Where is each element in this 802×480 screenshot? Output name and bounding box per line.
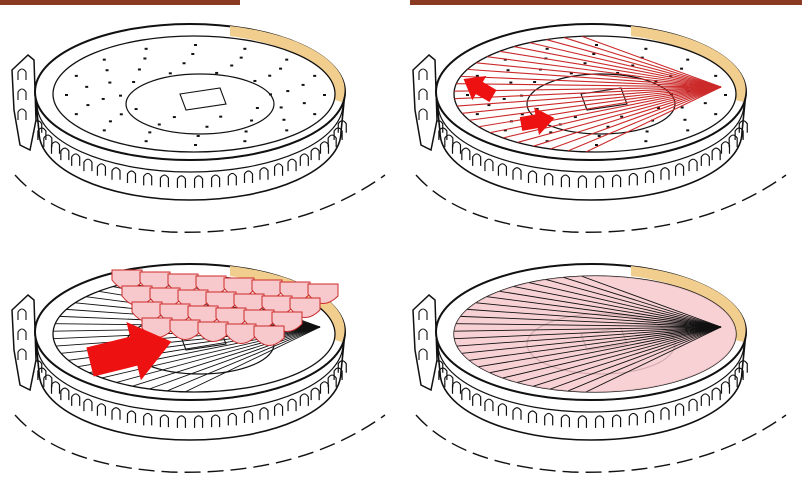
arena-drawing xyxy=(0,0,401,240)
seat-mark xyxy=(132,81,135,83)
seat-mark xyxy=(279,68,282,70)
seat-mark xyxy=(302,84,305,86)
seat-mark xyxy=(215,72,218,74)
seat-mark xyxy=(253,80,256,82)
panel-membrane-unfolding xyxy=(0,240,401,480)
seat-mark xyxy=(644,48,647,50)
arena-drawing xyxy=(401,0,802,240)
seat-mark xyxy=(282,119,285,121)
seat-mark xyxy=(243,48,246,50)
seat-mark xyxy=(145,140,148,142)
seat-mark xyxy=(158,123,161,125)
seat-mark xyxy=(191,53,194,55)
seat-mark xyxy=(620,116,623,118)
seat-mark xyxy=(595,144,598,146)
seat-mark xyxy=(108,82,111,84)
seat-mark xyxy=(686,129,689,131)
seat-mark xyxy=(646,130,649,132)
seat-mark xyxy=(285,129,288,131)
seat-mark xyxy=(86,104,89,106)
seat-mark xyxy=(138,68,141,70)
seat-mark xyxy=(714,113,717,115)
seat-mark xyxy=(644,140,647,142)
seat-mark xyxy=(466,94,469,96)
seat-mark xyxy=(256,107,259,109)
seat-mark xyxy=(75,75,78,77)
seat-mark xyxy=(119,95,122,97)
seat-mark xyxy=(197,135,200,137)
seat-mark xyxy=(109,120,112,122)
seat-mark xyxy=(724,94,727,96)
seat-mark xyxy=(313,75,316,77)
seat-mark xyxy=(503,98,506,100)
seat-mark xyxy=(194,144,197,146)
seat-mark xyxy=(714,75,717,77)
seat-mark xyxy=(598,135,601,137)
seat-mark xyxy=(245,130,248,132)
seat-mark xyxy=(169,72,172,74)
arena-drawing xyxy=(401,240,802,480)
seat-mark xyxy=(183,62,186,64)
seat-mark xyxy=(106,69,109,71)
seat-mark xyxy=(145,48,148,50)
seat-mark xyxy=(120,113,123,115)
seat-mark xyxy=(173,116,176,118)
seat-mark xyxy=(219,116,222,118)
seat-mark xyxy=(135,108,138,110)
seat-mark xyxy=(65,94,68,96)
seat-mark xyxy=(103,129,106,131)
seat-mark xyxy=(303,102,306,104)
seat-mark xyxy=(250,120,253,122)
seat-mark xyxy=(683,119,686,121)
panel-membrane-closed xyxy=(401,240,802,480)
seat-mark xyxy=(476,113,479,115)
panel-open-arena xyxy=(0,0,401,240)
seat-mark xyxy=(240,57,243,59)
seat-mark xyxy=(243,140,246,142)
seat-mark xyxy=(704,102,707,104)
seat-mark xyxy=(323,94,326,96)
seat-mark xyxy=(286,90,289,92)
seat-mark xyxy=(546,48,549,50)
seat-mark xyxy=(686,59,689,61)
seat-mark xyxy=(533,81,536,83)
seat-mark xyxy=(194,44,197,46)
panel-radial-cables xyxy=(401,0,802,240)
seat-mark xyxy=(143,58,146,60)
seat-mark xyxy=(268,75,271,77)
seat-mark xyxy=(230,65,233,67)
seat-mark xyxy=(205,126,208,128)
seat-mark xyxy=(75,113,78,115)
seat-mark xyxy=(313,113,316,115)
seat-mark xyxy=(507,69,510,71)
seat-mark xyxy=(148,131,151,133)
seat-mark xyxy=(595,44,598,46)
seat-mark xyxy=(680,68,683,70)
seat-mark xyxy=(509,82,512,84)
arena-drawing xyxy=(0,240,401,480)
seat-mark xyxy=(103,59,106,61)
seat-mark xyxy=(584,62,587,64)
seat-mark xyxy=(85,86,88,88)
seat-mark xyxy=(285,59,288,61)
seat-mark xyxy=(102,98,105,100)
seat-mark xyxy=(280,106,283,108)
